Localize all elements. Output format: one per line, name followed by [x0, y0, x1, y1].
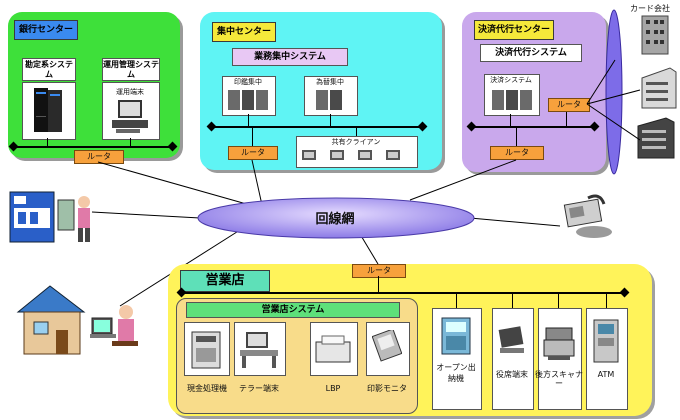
open-teller-machine-icon — [441, 317, 471, 355]
settlement-drop-1 — [510, 114, 511, 127]
operations-terminal-label: 運用端末 — [116, 88, 144, 96]
terminal-label-scanner: 後方スキャナー — [535, 370, 583, 388]
device-label-teller: テラー端末 — [239, 384, 279, 393]
settlement-router-outer: ルータ — [490, 146, 544, 160]
central-router-drop — [252, 128, 253, 146]
teller-terminal-icon — [240, 332, 278, 368]
seal-server-icon — [228, 90, 268, 110]
card-building-3-icon — [637, 117, 675, 159]
network-label: 回線網 — [315, 212, 355, 227]
network-ellipse — [197, 197, 475, 239]
operations-system-label: 運用管理システム — [102, 58, 160, 81]
branch-router: ルータ — [352, 264, 406, 278]
laser-printer-icon — [315, 335, 351, 363]
settlement-center-title: 決済代行センター — [474, 20, 554, 40]
accounting-system-label: 勘定系システム — [22, 58, 76, 81]
branch-router-drop — [378, 276, 379, 293]
device-label-seal: 印影モニタ — [367, 384, 407, 393]
transfer-central-label: 為替集中 — [316, 78, 344, 86]
supervisor-terminal-icon — [498, 326, 524, 353]
central-lan-line — [212, 126, 424, 128]
central-drop-2 — [330, 114, 331, 127]
bank-drop-2 — [130, 138, 131, 147]
card-company-label: カード会社 — [630, 4, 670, 13]
phone-icon — [563, 194, 612, 238]
device-label-lbp: LBP — [325, 384, 341, 393]
terminal-label-open-teller: オープン出納機 — [436, 363, 476, 383]
terminal-label-supervisor: 役席端末 — [496, 370, 528, 379]
terminal-label-atm: ATM — [597, 370, 615, 379]
branch-system-label: 営業店システム — [186, 302, 400, 318]
seal-central-label: 印鑑集中 — [234, 78, 262, 86]
mainframe-icon — [34, 88, 62, 132]
bank-center-title: 銀行センター — [14, 20, 78, 40]
central-system-label: 業務集中システム — [232, 48, 348, 66]
settlement-system-label: 決済代行システム — [480, 44, 582, 62]
terminal-drop-3 — [558, 293, 559, 308]
client-pcs-icon — [302, 150, 400, 160]
central-drop-3 — [356, 128, 357, 138]
settlement-system-sub-label: 決済システム — [490, 76, 532, 84]
bank-router: ルータ — [74, 150, 124, 164]
card-link-ellipse — [605, 9, 623, 175]
settlement-drop-2 — [566, 112, 567, 127]
branch-lan-line — [182, 292, 626, 294]
settlement-router-drop — [516, 128, 517, 146]
terminal-pc-icon — [112, 100, 148, 133]
terminal-drop-2 — [512, 293, 513, 308]
atm-corner-icon — [9, 191, 90, 243]
terminal-drop-1 — [456, 293, 457, 308]
settlement-lan-line — [472, 126, 596, 128]
shared-clients-label: 共有クライアン — [331, 138, 381, 146]
central-center-title: 集中センター — [212, 22, 276, 42]
back-office-scanner-icon — [543, 327, 575, 360]
card-building-1-icon — [641, 15, 669, 55]
bank-lan-line — [14, 146, 174, 148]
card-building-2-icon — [641, 67, 677, 109]
cash-machine-icon — [191, 331, 221, 369]
seal-monitor-icon — [372, 330, 402, 362]
atm-icon — [593, 319, 619, 363]
settlement-router-inner: ルータ — [548, 98, 590, 112]
transfer-server-icon — [316, 90, 342, 110]
device-label-cash: 現金処理機 — [187, 384, 227, 393]
home-user-icon — [16, 285, 138, 355]
terminal-panel-supervisor — [492, 308, 534, 410]
central-router: ルータ — [228, 146, 278, 160]
terminal-drop-4 — [606, 293, 607, 308]
branch-title: 営業店 — [180, 270, 270, 292]
bank-drop-1 — [47, 138, 48, 147]
central-drop-1 — [248, 114, 249, 127]
settlement-server-icon — [492, 90, 532, 110]
